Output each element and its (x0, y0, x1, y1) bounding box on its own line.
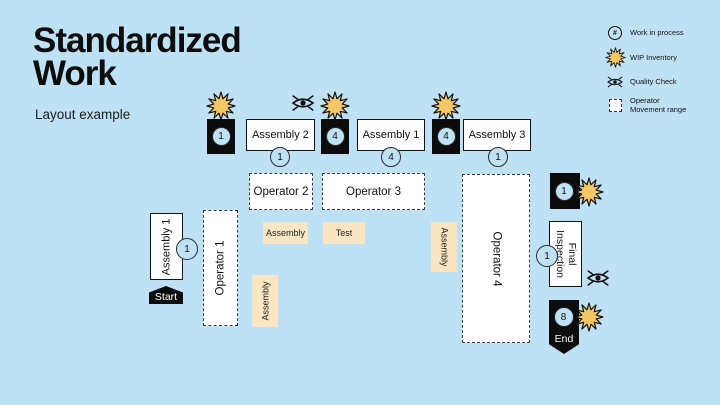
work-in-process-count-assembly-2: 1 (270, 147, 290, 167)
operator-label: Operator 2 (253, 185, 309, 198)
legend: # Work in process WIP Inventory Quality … (604, 26, 716, 122)
task-label: Assembly (265, 228, 305, 238)
end-marker: 8 End (549, 300, 579, 354)
end-label: End (554, 333, 574, 345)
task-label: Assembly (439, 227, 450, 267)
work-in-process-count-final-inspection: 1 (536, 245, 558, 267)
operator-label: Operator 1 (214, 240, 227, 296)
number-circle-icon: # (604, 26, 626, 40)
starburst-icon (320, 91, 350, 121)
wip-count-circle: 4 (325, 126, 345, 146)
task-label: Assembly (260, 281, 271, 321)
wip-marker-right-top: 1 (550, 173, 604, 209)
start-marker: Start (149, 286, 183, 304)
starburst-icon (431, 91, 461, 121)
dashed-box-icon (604, 98, 626, 112)
station-label: Assembly 3 (468, 129, 526, 141)
task-assembly-right: Assembly (431, 222, 457, 272)
operator-1-range: Operator 1 (203, 210, 238, 326)
legend-label: WIP Inventory (630, 52, 677, 62)
wip-count-circle: 1 (554, 181, 574, 201)
station-label: Assembly 1 (160, 218, 173, 275)
legend-label: Work in process (630, 28, 684, 38)
task-label: Test (335, 228, 353, 238)
page-title: Standardized Work (33, 21, 242, 93)
quality-check-eye-icon (587, 270, 609, 286)
work-in-process-count-assembly-1-left: 1 (176, 238, 198, 260)
legend-label: Operator Movement range (630, 96, 687, 115)
starburst-icon (206, 91, 236, 121)
operator-2-range: Operator 2 (249, 173, 313, 210)
operator-3-range: Operator 3 (322, 173, 425, 210)
legend-item-operator-range: Operator Movement range (604, 96, 716, 115)
station-label: Assembly 2 (252, 129, 309, 141)
legend-item-wip-inventory: WIP Inventory (604, 47, 716, 68)
wip-count-circle: 1 (211, 126, 231, 146)
starburst-icon (574, 177, 604, 207)
wip-count-circle: 4 (436, 126, 456, 146)
quality-check-eye-icon (292, 95, 314, 111)
work-in-process-count-assembly-3: 1 (488, 147, 508, 167)
operator-label: Operator 4 (489, 231, 502, 286)
starburst-icon (574, 302, 604, 332)
station-assembly-3: Assembly 3 (463, 119, 531, 151)
work-in-process-count-assembly-1-top: 4 (381, 147, 401, 167)
title-line-2: Work (33, 54, 117, 93)
eye-icon (604, 75, 626, 89)
operator-4-range: Operator 4 (462, 174, 530, 343)
wip-marker-3: 4 (431, 91, 461, 154)
title-line-1: Standardized (33, 21, 242, 60)
task-test: Test (323, 222, 365, 244)
operator-label: Operator 3 (346, 185, 401, 198)
legend-item-quality-check: Quality Check (604, 75, 716, 89)
station-label: Assembly 1 (362, 129, 420, 141)
legend-label: Quality Check (630, 77, 677, 87)
station-assembly-2: Assembly 2 (246, 119, 315, 151)
legend-item-work-in-process: # Work in process (604, 26, 716, 40)
page-subtitle: Layout example (35, 107, 131, 122)
task-assembly-mid: Assembly (263, 222, 308, 244)
start-label: Start (154, 291, 178, 303)
task-assembly-left: Assembly (252, 275, 278, 327)
wip-marker-1: 1 (206, 91, 236, 154)
starburst-icon (604, 47, 626, 68)
wip-marker-2: 4 (320, 91, 350, 154)
wip-count-circle: 8 (553, 307, 574, 327)
